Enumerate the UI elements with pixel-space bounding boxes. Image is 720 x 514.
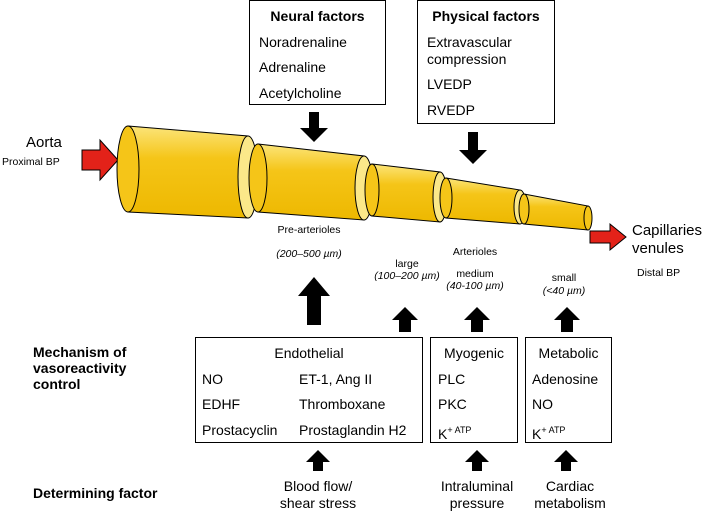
vessel-segment-medium bbox=[445, 177, 521, 225]
vessel-end bbox=[583, 205, 593, 231]
metabolic-katp-k: K bbox=[532, 426, 542, 442]
vessel-opening bbox=[116, 125, 140, 213]
distal-bp-label: Distal BP bbox=[637, 267, 681, 279]
large-label: large bbox=[395, 258, 419, 270]
endothelial-title: Endothelial bbox=[274, 345, 344, 361]
myogenic-pkc: PKC bbox=[438, 396, 467, 412]
metabolic-adenosine: Adenosine bbox=[532, 371, 599, 387]
metabolic-katp: K+ ATP bbox=[532, 422, 565, 442]
endothelial-box: Endothelial NO EDHF Prostacyclin ET-1, A… bbox=[195, 337, 423, 443]
physical-factors-box: Physical factors Extravascular compressi… bbox=[417, 0, 555, 124]
myogenic-title: Myogenic bbox=[444, 345, 504, 361]
myogenic-katp: K+ ATP bbox=[438, 422, 471, 442]
blood-flow-line1: Blood flow/ bbox=[283, 478, 353, 494]
proximal-bp-label: Proximal BP bbox=[2, 156, 60, 168]
intraluminal-up-arrow bbox=[465, 450, 489, 471]
physical-item-rvedp: RVEDP bbox=[427, 102, 475, 118]
neural-item-noradrenaline: Noradrenaline bbox=[259, 34, 347, 50]
pre-arterioles-size: (200–500 µm) bbox=[276, 248, 342, 260]
vessel-ring bbox=[518, 193, 530, 225]
large-size: (100–200 µm) bbox=[374, 270, 440, 282]
vessel-segment-pre-arterioles bbox=[257, 143, 365, 221]
cardiac-line1: Cardiac bbox=[545, 478, 595, 494]
vessel-ring bbox=[439, 177, 453, 219]
physical-item-extravascular: Extravascular bbox=[427, 34, 512, 50]
neural-item-acetylcholine: Acetylcholine bbox=[259, 85, 342, 101]
pre-arterioles-up-arrow bbox=[298, 277, 330, 325]
physical-item-compression: compression bbox=[427, 51, 507, 67]
mechanism-label-line3: control bbox=[33, 376, 81, 392]
vessel-segment-large bbox=[371, 163, 441, 223]
physical-down-arrow bbox=[459, 132, 487, 164]
metabolic-no: NO bbox=[532, 396, 553, 412]
mechanism-label-line2: vasoreactivity bbox=[33, 360, 127, 376]
neural-down-arrow bbox=[300, 112, 328, 142]
endothelial-thromboxane: Thromboxane bbox=[299, 396, 386, 412]
endothelial-edhf: EDHF bbox=[202, 396, 241, 412]
vessel-ring bbox=[364, 163, 380, 217]
cardiac-up-arrow bbox=[554, 450, 578, 471]
endothelial-prostacyclin: Prostacyclin bbox=[202, 422, 278, 438]
small-size: (<40 µm) bbox=[542, 285, 586, 297]
small-up-arrow bbox=[554, 307, 580, 332]
neural-factors-title: Neural factors bbox=[270, 8, 365, 24]
blood-flow-line2: shear stress bbox=[279, 495, 357, 511]
vessel-segment-aorta bbox=[127, 125, 249, 219]
vessel-ring bbox=[248, 143, 268, 213]
capillaries-label: Capillaries bbox=[632, 222, 703, 239]
medium-size: (40-100 µm) bbox=[446, 280, 504, 292]
capillaries-red-arrow bbox=[589, 222, 627, 252]
metabolic-katp-sup: + ATP bbox=[541, 425, 566, 435]
neural-factors-box: Neural factors Noradrenaline Adrenaline … bbox=[249, 0, 386, 105]
metabolic-box: Metabolic Adenosine NO K+ ATP bbox=[525, 337, 612, 443]
intraluminal-line1: Intraluminal bbox=[440, 478, 514, 494]
endothelial-prostaglandin-h2: Prostaglandin H2 bbox=[299, 422, 407, 438]
aorta-label: Aorta bbox=[26, 134, 62, 151]
myogenic-box: Myogenic PLC PKC K+ ATP bbox=[430, 337, 518, 443]
venules-label: venules bbox=[632, 240, 684, 257]
cardiac-line2: metabolism bbox=[534, 495, 606, 511]
blood-flow-up-arrow bbox=[306, 450, 330, 471]
aorta-red-arrow bbox=[81, 138, 119, 182]
endothelial-no: NO bbox=[202, 371, 223, 387]
endothelial-et1-angii: ET-1, Ang II bbox=[299, 371, 373, 387]
myogenic-plc: PLC bbox=[438, 371, 466, 387]
physical-item-lvedp: LVEDP bbox=[427, 76, 472, 92]
medium-label: medium bbox=[456, 268, 494, 280]
mechanism-label-line1: Mechanism of bbox=[33, 344, 127, 360]
determining-factor-label: Determining factor bbox=[33, 485, 158, 501]
small-label: small bbox=[551, 272, 577, 284]
myogenic-katp-k: K bbox=[438, 426, 448, 442]
metabolic-title: Metabolic bbox=[538, 345, 599, 361]
arterioles-label: Arterioles bbox=[452, 246, 498, 258]
vessel-segment-small bbox=[523, 193, 589, 231]
large-up-arrow bbox=[392, 307, 418, 332]
intraluminal-line2: pressure bbox=[449, 495, 505, 511]
neural-item-adrenaline: Adrenaline bbox=[259, 59, 326, 75]
medium-up-arrow bbox=[464, 307, 490, 332]
pre-arterioles-label: Pre-arterioles bbox=[277, 224, 341, 236]
myogenic-katp-sup: + ATP bbox=[447, 425, 472, 435]
physical-factors-title: Physical factors bbox=[432, 8, 540, 24]
